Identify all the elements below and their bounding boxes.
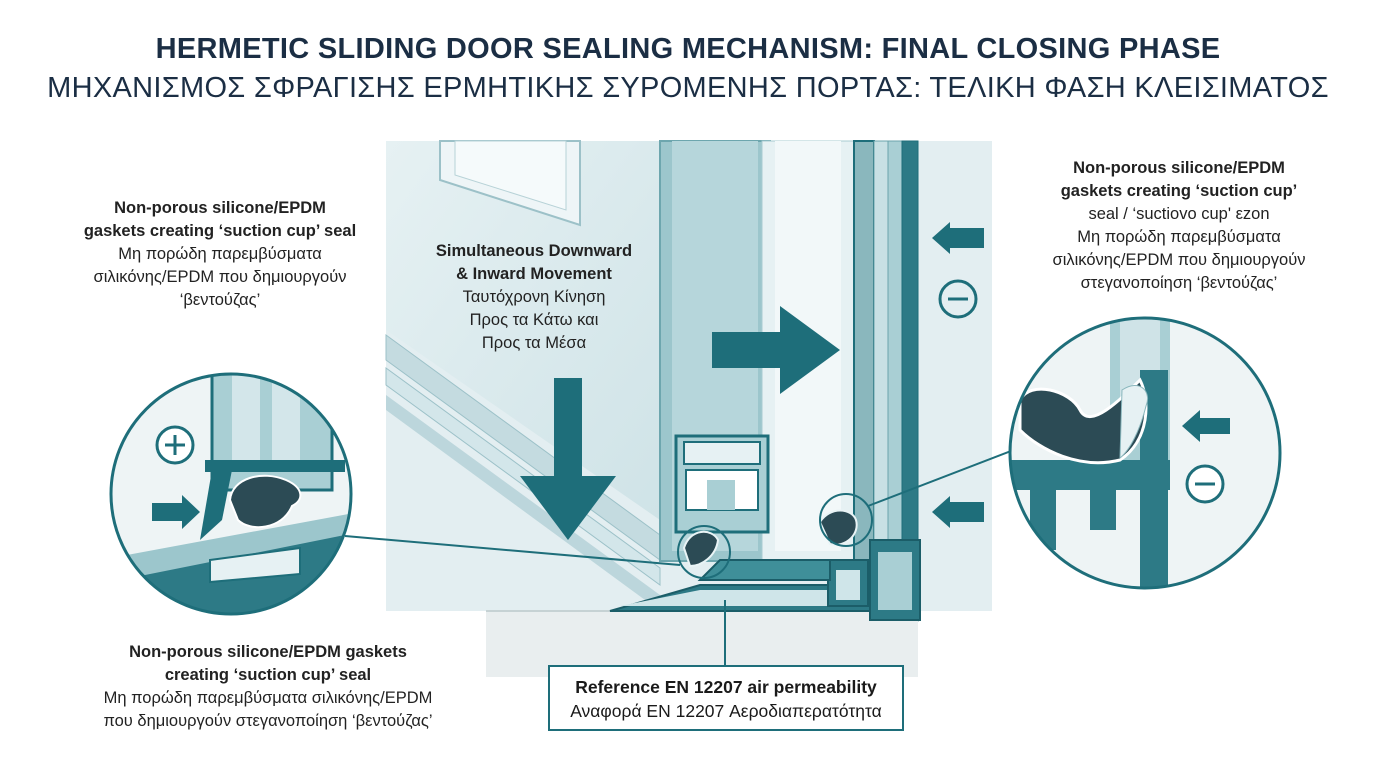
- label-right-top-en-2: gaskets creating ‘suction cup’: [1060, 182, 1298, 200]
- label-right-top: Non-porous silicone/EPDM gaskets creatin…: [1004, 157, 1354, 295]
- label-center-en-2: & Inward Movement: [456, 265, 612, 283]
- label-right-top-el-2: σιλικόνης/EPDM που δημιουργούν: [1052, 251, 1306, 269]
- arrow-right-icon: [712, 306, 840, 394]
- label-center-el-2: Προς τα Κάτω και: [469, 311, 599, 329]
- label-left-top: Non-porous silicone/EPDM gaskets creatin…: [40, 197, 400, 312]
- label-center-el-3: Προς τα Μέσα: [481, 334, 587, 352]
- label-bottom-left-en-1: Non-porous silicone/EPDM gaskets: [129, 643, 407, 661]
- label-left-top-el-1: Μη πορώδη παρεμβύσματα: [118, 245, 322, 263]
- reference-box: Reference EN 12207 air permeability Αναφ…: [548, 665, 904, 731]
- label-right-top-en-1: Non-porous silicone/EPDM: [1073, 159, 1285, 177]
- label-left-top-el-2: σιλικόνης/EPDM που δημιουργούν: [93, 268, 347, 286]
- door-frame-fixed: [853, 140, 919, 622]
- arrow-right-small-icon: [152, 495, 200, 529]
- callout-marker-right: [819, 493, 873, 547]
- label-left-top-el-3: ‘βεντούζας’: [179, 291, 261, 309]
- arrow-left-small-icon: [1182, 410, 1230, 442]
- title-greek: ΜΗΧΑΝΙΣΜΟΣ ΣΦΡΑΓΙΣΗΣ ΕΡΜΗΤΙΚΗΣ ΣΥΡΟΜΕΝΗΣ…: [47, 72, 1329, 104]
- label-center-en-1: Simultaneous Downward: [435, 242, 633, 260]
- detail-circle-left: [109, 372, 353, 616]
- callout-marker-left: [677, 525, 731, 579]
- label-bottom-left: Non-porous silicone/EPDM gaskets creatin…: [48, 641, 488, 733]
- gasket-main-left: [682, 530, 720, 568]
- leader-line-left: [344, 535, 681, 566]
- sash-bottom-profile: [674, 434, 770, 534]
- arrow-left-small-icon: [932, 222, 984, 254]
- label-bottom-left-en-2: creating ‘suction cup’ seal: [164, 666, 372, 684]
- detail-circle-right: [1008, 316, 1282, 590]
- label-left-top-en-1: Non-porous silicone/EPDM: [114, 199, 326, 217]
- label-center-el-1: Ταυτόχρονη Κίνηση: [462, 288, 606, 306]
- minus-icon: [938, 279, 978, 319]
- label-right-top-en-3-text: seal / ‘suctiovo cup' εzon: [1088, 205, 1270, 223]
- label-right-top-en-3: seal / ‘suctiovo cup' εzon: [1004, 203, 1354, 226]
- leader-line-right: [867, 445, 1025, 507]
- reference-en: Reference EN 12207 air permeability: [575, 677, 877, 697]
- label-left-top-en-2: gaskets creating ‘suction cup’ seal: [83, 222, 357, 240]
- label-bottom-left-el-1: Μη πορώδη παρεμβύσματα σιλικόνης/EPDM: [103, 689, 433, 707]
- label-bottom-left-el-2: που δημιουργούν στεγανοποίηση ‘βεντούζας…: [103, 712, 433, 730]
- label-right-top-el-3: στεγανοποίηση ‘βεντούζας’: [1080, 274, 1278, 292]
- label-center: Simultaneous Downward & Inward Movement …: [412, 240, 656, 355]
- title-english: HERMETIC SLIDING DOOR SEALING MECHANISM:…: [155, 33, 1221, 65]
- arrow-left-small-icon: [932, 496, 984, 528]
- arrow-down-icon: [520, 378, 616, 540]
- label-right-top-el-1: Μη πορώδη παρεμβύσματα: [1077, 228, 1281, 246]
- reference-el: Αναφορά EN 12207 Αεροδιαπερατότητα: [570, 701, 882, 721]
